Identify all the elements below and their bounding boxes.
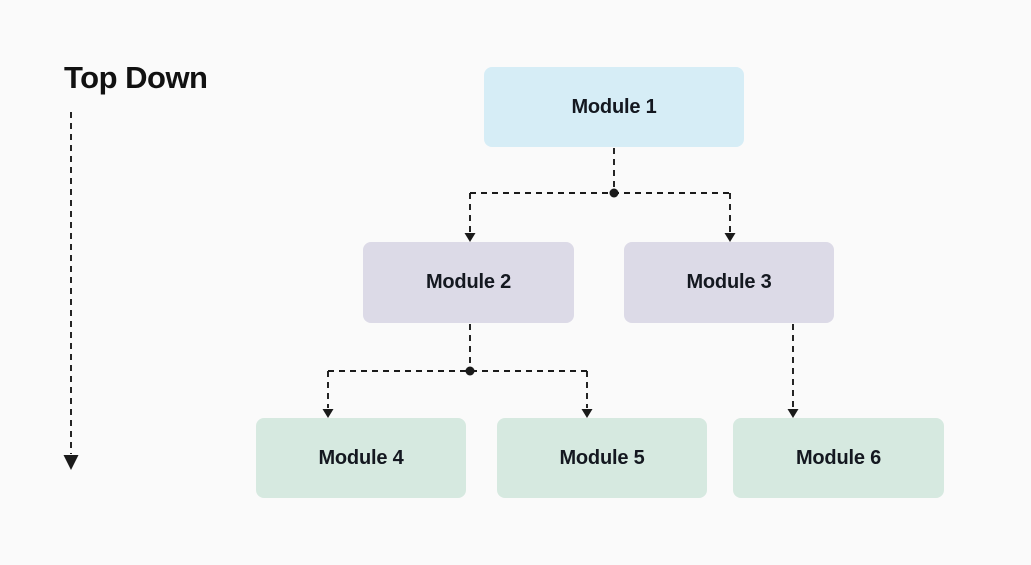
module-box-5: Module 5 xyxy=(497,418,707,498)
arrowhead-module3 xyxy=(724,233,736,242)
arrowhead-module6 xyxy=(787,409,799,418)
diagram-title: Top Down xyxy=(64,60,208,95)
module-label-5: Module 5 xyxy=(559,446,645,469)
module-box-3: Module 3 xyxy=(624,242,834,323)
arrowhead-module2 xyxy=(464,233,476,242)
module-box-1: Module 1 xyxy=(484,67,744,147)
module-box-4: Module 4 xyxy=(256,418,466,498)
module-label-4: Module 4 xyxy=(318,446,404,469)
module-box-2: Module 2 xyxy=(363,242,574,323)
junction-dot-2 xyxy=(465,366,475,376)
junction-dot-1 xyxy=(609,188,619,198)
arrowhead-module4 xyxy=(322,409,334,418)
module-label-1: Module 1 xyxy=(571,95,657,118)
module-label-3: Module 3 xyxy=(686,271,772,293)
arrowhead-module5 xyxy=(581,409,593,418)
module-label-2: Module 2 xyxy=(425,271,512,293)
module-box-6: Module 6 xyxy=(733,418,944,498)
module-label-6: Module 6 xyxy=(795,446,882,469)
flow-direction-arrowhead xyxy=(63,455,79,470)
